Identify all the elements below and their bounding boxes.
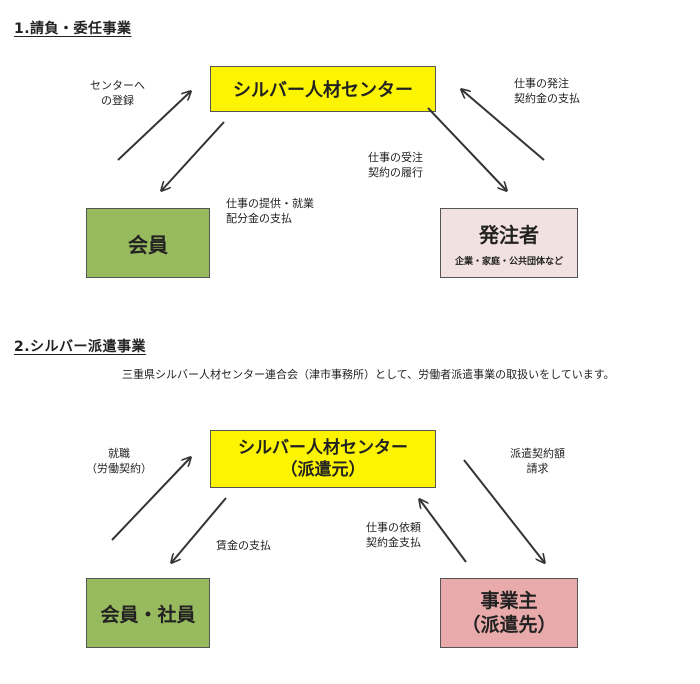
- dispatch-fee-label: 派遣契約額 請求: [510, 447, 565, 475]
- section1-heading: 1.請負・委任事業: [14, 21, 132, 37]
- order-pay-label: 仕事の発注 契約金の支払: [514, 77, 580, 105]
- member-employee-label: 会員・社員: [100, 603, 196, 626]
- silver-center-label: シルバー人材センター: [233, 80, 413, 101]
- dispatch-center-label: シルバー人材センター: [238, 438, 408, 458]
- arrow-client-to-center: [462, 90, 545, 161]
- accept-label: 仕事の受注 契約の履行: [368, 151, 423, 179]
- arrow-member-to-center: [117, 92, 190, 161]
- employ-label: 就職 （労働契約）: [86, 447, 152, 475]
- member-employee-box: 会員・社員: [86, 578, 210, 648]
- client-box: 発注者 企業・家庭・公共団体など: [440, 208, 578, 278]
- arrow-member-to-dispatch-center: [111, 458, 190, 541]
- member-box: 会員: [86, 208, 210, 278]
- request-label: 仕事の依頼 契約金支払: [366, 521, 421, 549]
- employer-label: 事業主: [480, 590, 538, 612]
- provide-label: 仕事の提供・就業 配分金の支払: [226, 197, 314, 225]
- arrow-dispatch-center-to-member: [172, 497, 227, 562]
- client-sub-label: 企業・家庭・公共団体など: [454, 257, 563, 267]
- arrow-dispatch-center-to-employer: [463, 459, 544, 562]
- register-label: センターへ の登録: [90, 79, 145, 107]
- silver-center-box: シルバー人材センター: [210, 66, 436, 112]
- client-label: 発注者: [479, 223, 539, 247]
- employer-box: 事業主 （派遣先）: [440, 578, 578, 648]
- section2-description: 三重県シルバー人材センター連合会（津市事務所）として、労働者派遣事業の取扱いをし…: [122, 368, 615, 381]
- dispatch-destination-label: （派遣先）: [461, 614, 557, 636]
- member-label: 会員: [128, 232, 168, 257]
- arrow-employer-to-dispatch-center: [420, 500, 467, 563]
- arrow-center-to-member: [162, 121, 225, 190]
- dispatch-center-box: シルバー人材センター （派遣元）: [210, 430, 436, 488]
- arrow-center-to-client: [427, 107, 506, 190]
- wage-label: 賃金の支払: [216, 539, 271, 552]
- section2-heading: 2.シルバー派遣事業: [14, 339, 147, 355]
- dispatch-origin-label: （派遣元）: [280, 460, 366, 480]
